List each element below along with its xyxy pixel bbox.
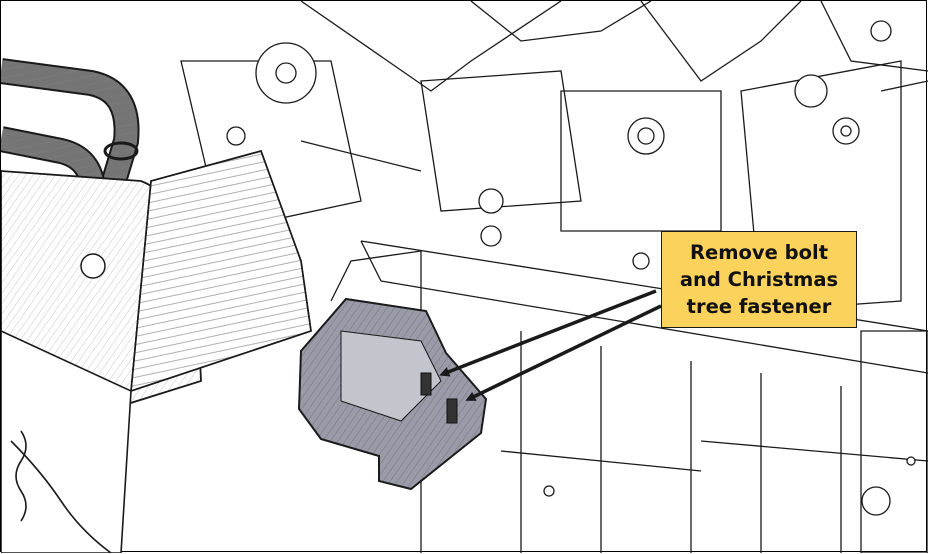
instruction-callout: Remove bolt and Christmas tree fastener — [661, 231, 857, 328]
callout-line-2: and Christmas — [679, 268, 839, 291]
arrow-to-bolt — [439, 289, 657, 377]
bolt-details — [226, 20, 916, 516]
callout-arrows — [439, 289, 662, 401]
arrow-to-christmas-tree-fastener — [465, 304, 662, 401]
oil-filter — [1, 150, 312, 553]
engine-block-lines — [180, 1, 928, 553]
highlighted-cover — [297, 297, 488, 491]
callout-line-1: Remove bolt — [689, 241, 829, 264]
callout-line-3: tree fastener — [686, 295, 832, 318]
